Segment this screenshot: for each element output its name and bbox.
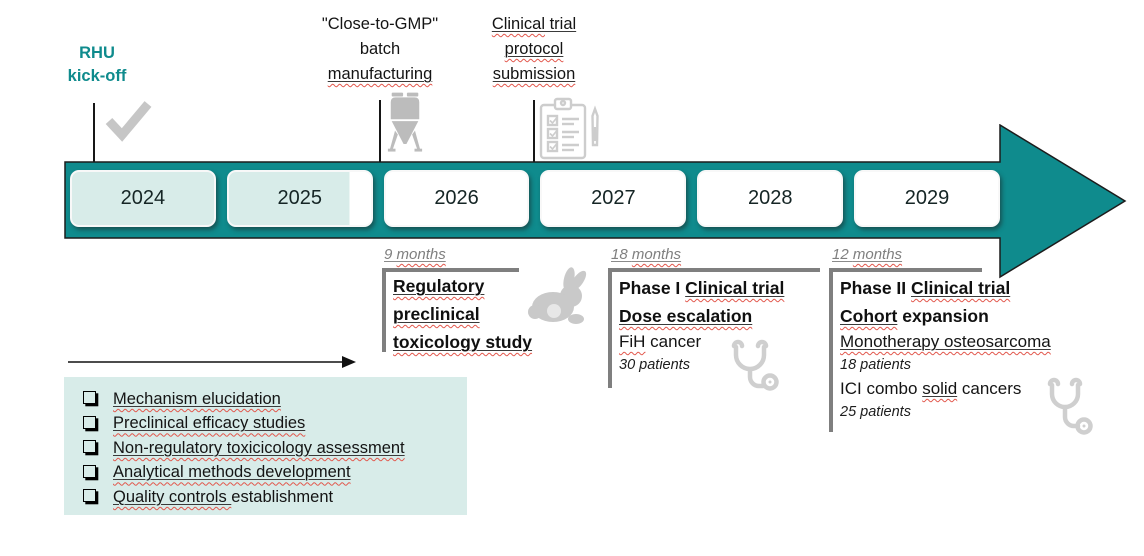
gmp-connector-line — [379, 100, 381, 162]
bioreactor-icon — [387, 92, 423, 152]
clipboard-pen-icon — [539, 97, 599, 160]
checkmark-icon — [105, 101, 152, 142]
gmp-label-line2: batch — [359, 40, 401, 58]
rhu-connector-line — [93, 103, 95, 163]
checkbox-icon — [83, 440, 96, 454]
checklist-item: Mechanism elucidation — [74, 387, 459, 412]
checkbox-icon — [83, 464, 96, 478]
year-label: 2024 — [120, 187, 166, 209]
checkbox-icon — [83, 489, 96, 503]
checklist-item: Non-regulatory toxicicology assessment — [74, 436, 459, 461]
year-label: 2027 — [591, 187, 636, 209]
year-box-2029: 2029 — [854, 170, 1000, 227]
phase2-duration-label: 12 months — [832, 246, 903, 263]
rhu-kickoff-label: RHU kick-off — [38, 42, 156, 88]
checkbox-icon — [83, 415, 96, 429]
gmp-milestone-label: "Close-to-GMP" batch manufacturing — [292, 12, 468, 87]
year-row: 2024 2025 2026 2027 2028 2029 — [70, 170, 1000, 227]
rhu-kickoff-line2: kick-off — [67, 67, 127, 85]
phase2-bracket-top — [829, 268, 982, 272]
protocol-label-line1a: Clinical — [491, 15, 545, 33]
stethoscope-icon — [731, 339, 779, 391]
phase1-phase-text: Phase I Clinical trial Dose escalation F… — [619, 278, 785, 373]
year-box-2025: 2025 — [226, 170, 373, 227]
stethoscope-icon — [1047, 377, 1093, 435]
rabbit-icon — [528, 267, 587, 324]
gmp-label-line3: manufacturing — [327, 65, 433, 83]
year-label: 2028 — [747, 187, 793, 209]
year-label: 2029 — [904, 187, 950, 209]
checkbox-icon — [83, 391, 96, 405]
preclinical-phase-text: Regulatory preclinical toxicology study — [393, 276, 533, 352]
year-box-2024: 2024 — [70, 170, 216, 227]
preclinical-bracket-top — [382, 268, 519, 272]
year-box-2028: 2028 — [697, 170, 844, 227]
protocol-label-line2: protocol — [504, 40, 564, 58]
rhu-kickoff-line1: RHU — [79, 44, 115, 62]
year-box-2026: 2026 — [383, 170, 530, 227]
preclinical-bracket-side — [382, 268, 386, 352]
year-box-2027: 2027 — [540, 170, 687, 227]
checklist-item: Preclinical efficacy studies — [74, 412, 459, 437]
protocol-connector-line — [533, 100, 535, 162]
phase1-duration-label: 18 months — [611, 246, 682, 263]
year-label: 2026 — [434, 187, 479, 209]
protocol-label-line1b: trial — [545, 15, 577, 33]
checklist-box: Mechanism elucidation Preclinical effica… — [64, 377, 467, 515]
phase2-bracket-side — [829, 268, 833, 432]
preclinical-duration-label: 9 months — [384, 246, 446, 263]
year-label: 2025 — [277, 187, 322, 209]
phase2-phase-text: Phase II Clinical trial Cohort expansion… — [840, 278, 1051, 420]
protocol-milestone-label: Clinical trial protocol submission — [454, 12, 614, 87]
right-arrow-icon — [68, 356, 356, 368]
phase1-bracket-top — [608, 268, 820, 272]
checklist-item: Analytical methods development — [74, 461, 459, 486]
gmp-label-line1: "Close-to-GMP" — [321, 15, 439, 33]
phase1-bracket-side — [608, 268, 612, 388]
protocol-label-line3: submission — [492, 65, 576, 83]
checklist-item: Quality controls establishment — [74, 485, 459, 510]
